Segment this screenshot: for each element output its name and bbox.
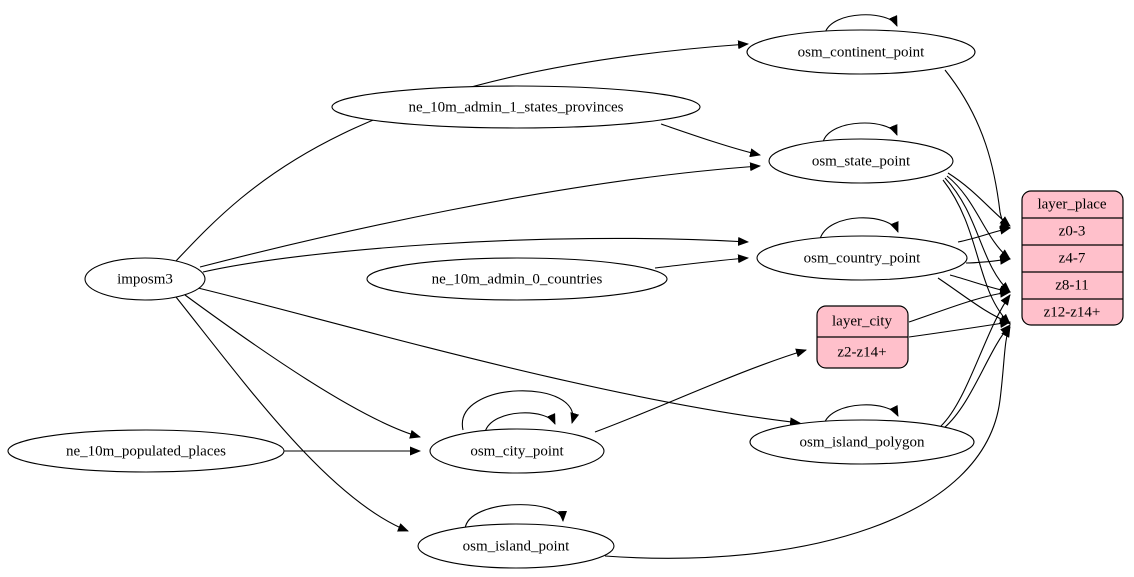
edge-ne_countries-osm_country_point xyxy=(654,254,749,269)
record-layer-place-title: layer_place xyxy=(1037,196,1106,212)
record-layer-place-row-z12-z14plus[interactable]: z12-z14+ xyxy=(1044,304,1101,320)
edge-osm_state_point-layer_place-z4-7 xyxy=(946,175,1011,260)
edge-imposm3-osm_country_point xyxy=(202,236,749,273)
node-ne-10m-admin-1-states-provinces[interactable]: ne_10m_admin_1_states_provinces xyxy=(331,85,701,129)
edge-selfloop-osm_island_polygon xyxy=(823,404,899,425)
edge-osm_state_point-layer_place-z8-11 xyxy=(944,177,1011,293)
edge-selfloop-osm_country_point xyxy=(819,217,899,240)
node-imposm3-shape[interactable] xyxy=(84,257,206,301)
edge-selfloop-osm_continent_point xyxy=(824,14,898,34)
node-osm-state-point-shape[interactable] xyxy=(768,138,954,184)
record-layer-place-box[interactable] xyxy=(1021,190,1124,326)
edge-selfloop-osm_city_point xyxy=(484,412,556,433)
node-osm-country-point[interactable]: osm_country_point xyxy=(756,235,968,281)
edge-imposm3-osm_island_polygon xyxy=(197,287,801,427)
node-osm-continent-point-shape[interactable] xyxy=(746,29,976,75)
edge-selfloop-osm_state_point xyxy=(822,122,898,143)
edge-imposm3-osm_island_point xyxy=(175,296,409,532)
node-ne-countries-label: ne_10m_admin_0_countries xyxy=(432,271,603,287)
edge-osm_country_point-layer_place-z8-11 xyxy=(949,274,1011,295)
node-ne-states-label: ne_10m_admin_1_states_provinces xyxy=(409,99,624,115)
edge-osm_city_point-layer_city-z2-z14+ xyxy=(594,348,807,433)
node-osm-state-point-label: osm_state_point xyxy=(812,153,911,169)
edge-osm_state_point-layer_place-z0-3 xyxy=(947,172,1011,227)
edge-osm_island_polygon-layer_place-z8-11 xyxy=(940,294,1011,427)
record-layer-place-row-z0-3[interactable]: z0-3 xyxy=(1059,223,1086,239)
edge-layer_city-layer_place-z12-z14+ xyxy=(908,319,1011,338)
record-layer-place-row-z4-7[interactable]: z4-7 xyxy=(1059,250,1086,266)
node-imposm3[interactable]: imposm3 xyxy=(84,257,206,301)
node-osm-city-point[interactable]: osm_city_point xyxy=(429,428,605,474)
node-ne-populated-label: ne_10m_populated_places xyxy=(66,443,226,459)
edge-osm_island_polygon-layer_place-z12-z14+ xyxy=(943,324,1011,429)
node-ne-populated-shape[interactable] xyxy=(7,429,285,473)
node-osm-continent-point[interactable]: osm_continent_point xyxy=(746,29,976,75)
record-layer-place[interactable]: layer_place z0-3 z4-7 z8-11 z12-z14+ xyxy=(1021,190,1124,326)
node-imposm3-label: imposm3 xyxy=(117,271,173,287)
node-ne-10m-admin-0-countries[interactable]: ne_10m_admin_0_countries xyxy=(366,257,668,301)
node-layer: imposm3 ne_10m_admin_1_states_provinces … xyxy=(7,29,976,569)
record-layer-city[interactable]: layer_city z2-z14+ xyxy=(816,305,909,369)
edge-layer_city-layer_place-z8-11 xyxy=(908,288,1011,323)
edge-layer xyxy=(174,14,1011,559)
edge-selfloop-osm_island_point xyxy=(464,504,568,530)
node-osm-state-point[interactable]: osm_state_point xyxy=(768,138,954,184)
record-layer-city-title: layer_city xyxy=(832,313,892,329)
node-osm-island-polygon[interactable]: osm_island_polygon xyxy=(749,419,975,465)
node-osm-island-polygon-label: osm_island_polygon xyxy=(799,434,925,450)
node-ne-countries-shape[interactable] xyxy=(366,257,668,301)
edge-osm_country_point-layer_place-z0-3 xyxy=(957,225,1011,243)
edge-osm_continent_point-layer_place-z0-3 xyxy=(944,69,1011,229)
node-osm-island-polygon-shape[interactable] xyxy=(749,419,975,465)
node-osm-island-point[interactable]: osm_island_point xyxy=(417,523,615,569)
edge-osm_state_point-layer_place-z12-z14+ xyxy=(942,179,1011,325)
node-osm-country-point-shape[interactable] xyxy=(756,235,968,281)
record-layer-city-row-z2-z14plus[interactable]: z2-z14+ xyxy=(837,344,886,360)
node-osm-country-point-label: osm_country_point xyxy=(804,250,921,266)
node-ne-states-shape[interactable] xyxy=(331,85,701,129)
node-ne-10m-populated-places[interactable]: ne_10m_populated_places xyxy=(7,429,285,473)
edge-osm_country_point-layer_place-z4-7 xyxy=(965,255,1011,265)
node-osm-city-point-label: osm_city_point xyxy=(470,443,564,459)
edge-osm_island_point-layer_place-z12-z14+ xyxy=(604,326,1011,559)
node-osm-continent-point-label: osm_continent_point xyxy=(798,44,925,60)
edge-imposm3-osm_continent_point xyxy=(174,40,749,263)
edge-ne_states-osm_state_point xyxy=(660,123,761,158)
edge-imposm3-osm_city_point xyxy=(184,294,421,439)
node-osm-city-point-shape[interactable] xyxy=(429,428,605,474)
record-layer: layer_place z0-3 z4-7 z8-11 z12-z14+ lay… xyxy=(816,190,1124,369)
node-osm-island-point-label: osm_island_point xyxy=(463,538,571,554)
node-osm-island-point-shape[interactable] xyxy=(417,523,615,569)
record-layer-place-row-z8-11[interactable]: z8-11 xyxy=(1055,277,1089,293)
edge-imposm3-osm_state_point xyxy=(199,162,761,268)
edge-selfloop-osm_city_point-outer xyxy=(462,390,580,431)
